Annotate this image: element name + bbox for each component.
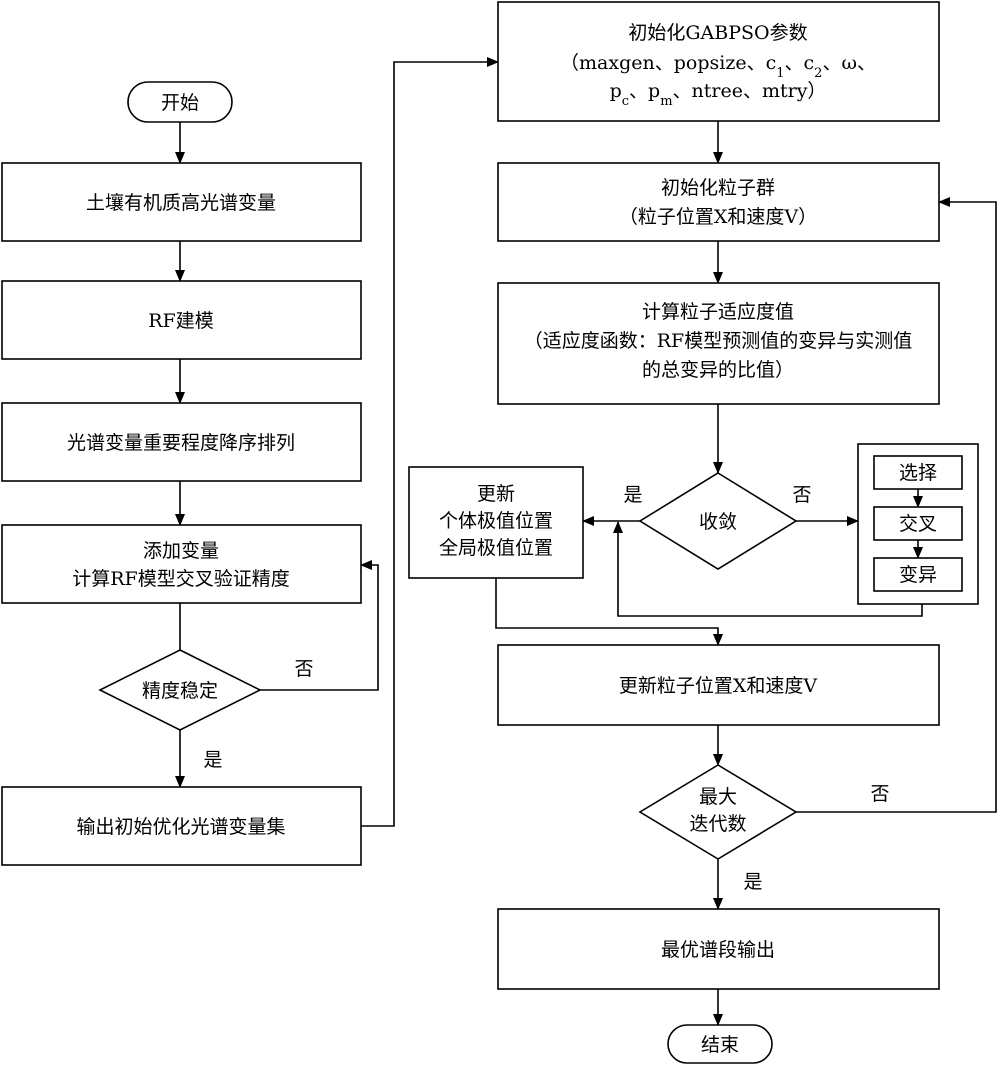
converge-yes-label: 是 — [623, 484, 642, 506]
fitness-line1: 计算粒子适应度值 — [642, 301, 794, 323]
update-best-line3: 全局极值位置 — [439, 537, 553, 559]
start-label: 开始 — [161, 92, 199, 114]
mutation-label: 变异 — [899, 564, 937, 586]
update-best-box — [408, 466, 584, 579]
add-variable-line1: 添加变量 — [143, 540, 219, 562]
best-bands-box — [497, 908, 940, 990]
fitness-box — [497, 282, 940, 405]
init-params-line3: pc、pm、ntree、mtry） — [610, 80, 827, 109]
mutation-box — [873, 557, 963, 592]
update-best-line2: 个体极值位置 — [439, 510, 553, 532]
crossover-label: 交叉 — [899, 513, 937, 535]
end-terminal — [667, 1024, 773, 1064]
initial-variable-set-box — [1, 786, 362, 866]
arrow-best-to-update — [495, 578, 723, 646]
best-bands-label: 最优谱段输出 — [661, 939, 775, 961]
importance-ranking-label: 光谱变量重要程度降序排列 — [67, 432, 295, 454]
init-swarm-line2: （粒子位置X和速度V） — [619, 206, 817, 228]
init-swarm-box — [497, 162, 940, 242]
right-process: 初始化GABPSO参数 （maxgen、popsize、c1、c2、ω、 pc、… — [408, 1, 997, 1064]
max-iter-line1: 最大 — [699, 786, 737, 808]
converge-decision — [638, 472, 798, 570]
rf-modeling-label: RF建模 — [148, 310, 214, 332]
max-iter-yes-label: 是 — [743, 871, 762, 893]
arrow-ga-back — [613, 521, 923, 617]
max-iter-decision — [638, 764, 798, 860]
init-params-line1: 初始化GABPSO参数 — [628, 22, 807, 44]
fitness-line2: （适应度函数：RF模型预测值的变异与实测值 — [524, 330, 913, 352]
arrow-decision-no-loop — [260, 560, 379, 691]
arrow-left-to-right-column — [361, 57, 499, 827]
left-process: 开始 土壤有机质高光谱变量 RF建模 光谱变量重要程度降序排列 添加变量 计算R… — [1, 81, 379, 866]
rf-modeling-box — [1, 280, 362, 360]
selection-label: 选择 — [899, 462, 937, 484]
init-swarm-line1: 初始化粒子群 — [661, 177, 775, 199]
decision-yes-label: 是 — [203, 749, 222, 771]
converge-no-label: 否 — [792, 484, 811, 506]
selection-box — [873, 455, 963, 490]
spectral-variables-box — [1, 162, 362, 242]
fitness-line3: 的总变异的比值） — [642, 359, 794, 381]
max-iter-line2: 迭代数 — [689, 813, 746, 835]
importance-ranking-box — [1, 402, 362, 482]
update-best-line1: 更新 — [477, 483, 515, 505]
add-variable-line2: 计算RF模型交叉验证精度 — [72, 568, 290, 590]
converge-label: 收敛 — [699, 511, 737, 533]
decision-no-label: 否 — [294, 658, 313, 680]
initial-variable-set-label: 输出初始优化光谱变量集 — [76, 816, 285, 838]
max-iter-no-label: 否 — [870, 783, 889, 805]
update-particles-label: 更新粒子位置X和速度V — [619, 675, 818, 697]
spectral-variables-label: 土壤有机质高光谱变量 — [86, 192, 276, 214]
accuracy-stable-label: 精度稳定 — [142, 680, 218, 702]
init-params-line2: （maxgen、popsize、c1、c2、ω、 — [560, 52, 876, 81]
arrow-maxiter-no-loop — [796, 197, 997, 813]
update-particles-box — [497, 644, 940, 726]
init-params-box — [497, 1, 940, 122]
end-label: 结束 — [701, 1034, 739, 1056]
add-variable-box — [1, 524, 362, 604]
